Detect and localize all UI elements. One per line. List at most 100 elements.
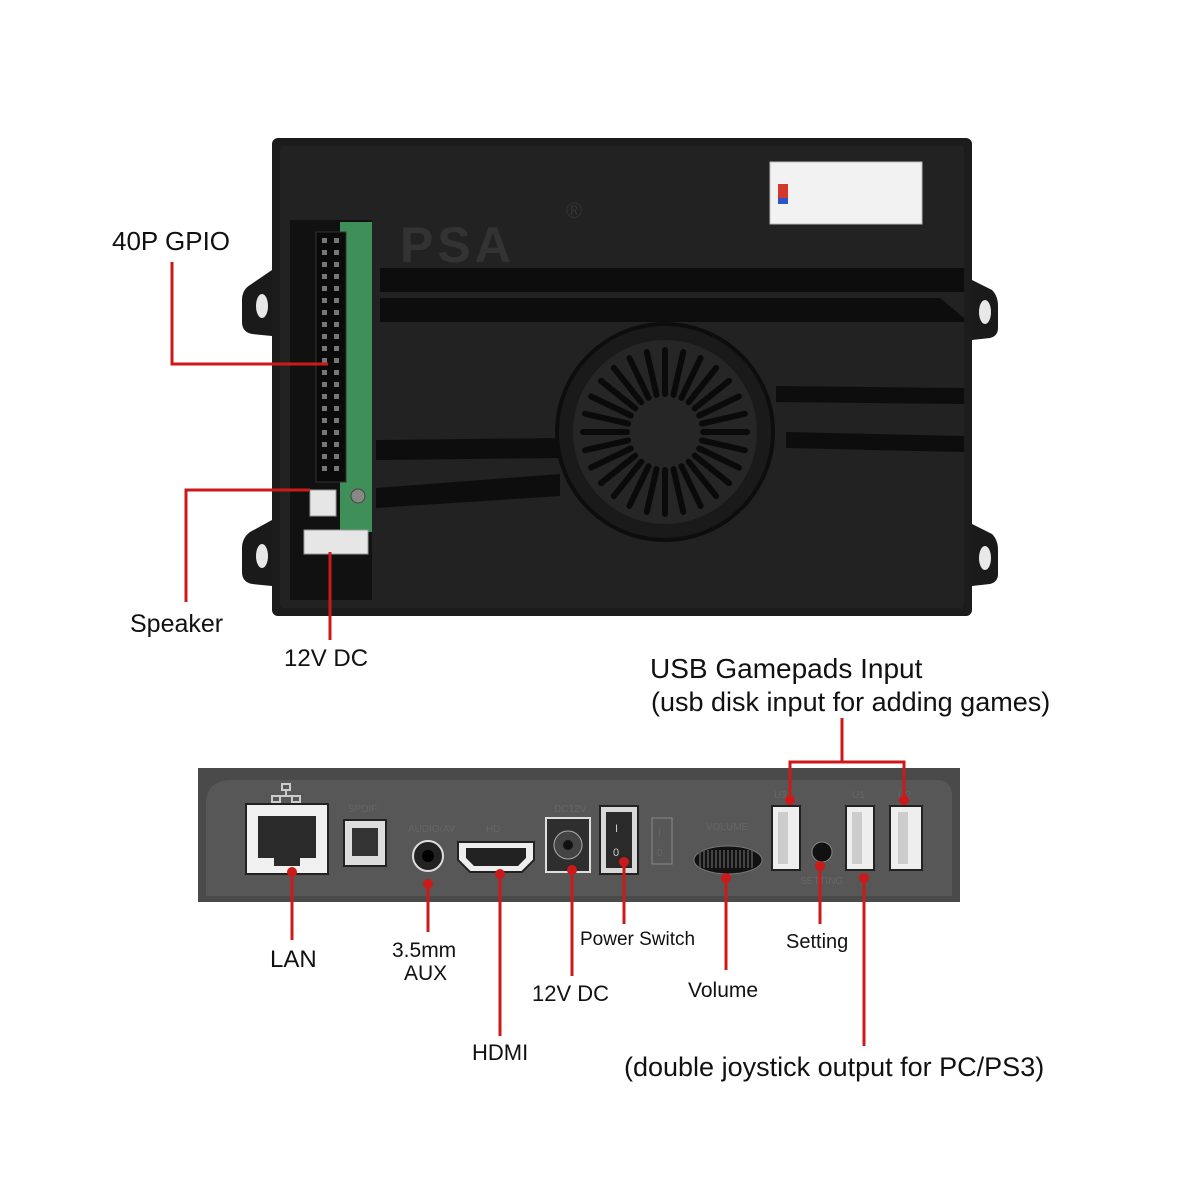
- fan-slot: [670, 466, 687, 515]
- stripe: [786, 432, 964, 452]
- speaker-connector: [309, 489, 337, 517]
- gpio-pin: [322, 346, 327, 351]
- gpio-pin: [334, 382, 339, 387]
- mount-hole: [256, 294, 268, 318]
- gpio-header: [315, 231, 347, 483]
- gpio-pin: [322, 430, 327, 435]
- registered-mark: ®: [566, 198, 582, 223]
- label-usb-sub: (usb disk input for adding games): [651, 687, 1050, 717]
- switch-on-mark: I: [615, 823, 618, 835]
- gpio-pin: [334, 418, 339, 423]
- fan-slot: [696, 445, 742, 471]
- fan-grill-inner: [573, 340, 757, 524]
- gpio-pin: [334, 442, 339, 447]
- fan-slot: [588, 393, 634, 419]
- label-usb-title: USB Gamepads Input: [650, 653, 923, 684]
- mount-hole: [979, 300, 991, 324]
- gpio-pin: [322, 442, 327, 447]
- gpio-pin: [334, 394, 339, 399]
- hd-text: HD: [486, 824, 500, 835]
- gpio-pin: [322, 382, 327, 387]
- usb-tongue: [898, 812, 908, 864]
- lan-port-socket: [258, 816, 316, 858]
- brand-logo: PSA: [400, 217, 515, 273]
- gpio-pin: [322, 334, 327, 339]
- fan-slot: [699, 410, 748, 427]
- volume-ridges: [699, 850, 753, 868]
- fan-slot: [610, 364, 645, 406]
- gpio-pin: [334, 286, 339, 291]
- gpio-pin: [322, 286, 327, 291]
- pcb-screw: [350, 488, 366, 504]
- sticker-logo-icon-part: [778, 198, 788, 204]
- gpio-pin: [322, 358, 327, 363]
- switch-legend: [651, 817, 673, 865]
- gpio-pin: [334, 406, 339, 411]
- top-leader-lines: [170, 262, 332, 640]
- label-dc-bottom: 12V DC: [532, 981, 609, 1006]
- gpio-pin: [334, 238, 339, 243]
- fan-slot: [582, 410, 631, 427]
- label-lan: LAN: [270, 946, 317, 973]
- gpio-pin: [322, 406, 327, 411]
- setting-text: SETTING: [800, 876, 844, 887]
- fan-slot: [588, 445, 634, 471]
- label-setting: Setting: [786, 931, 848, 953]
- gpio-pin: [334, 334, 339, 339]
- stripe: [776, 386, 964, 404]
- fan-slot: [696, 393, 742, 419]
- usb-tongue: [852, 812, 862, 864]
- gpio-pin: [334, 250, 339, 255]
- fan-slot: [678, 355, 704, 401]
- fan-slot: [691, 377, 733, 412]
- stripe: [376, 474, 560, 508]
- label-dc-top: 12V DC: [284, 645, 368, 672]
- hdmi-socket: [466, 848, 526, 866]
- aux-port-hole: [422, 850, 434, 862]
- spdif-socket: [352, 828, 378, 856]
- usb-tongue: [778, 812, 788, 864]
- gpio-pin: [322, 322, 327, 327]
- port-panel: SPDIF AUDIO/AV HD DC12V I 0 I 0 VOLUME U…: [198, 768, 960, 902]
- setting-button: [811, 841, 833, 863]
- gpio-pin: [322, 238, 327, 243]
- dc-connector: [303, 529, 369, 555]
- gpio-pin: [322, 370, 327, 375]
- fan-slot: [626, 463, 652, 509]
- gpio-pin: [322, 418, 327, 423]
- gpio-pin: [334, 454, 339, 459]
- label-power-switch: Power Switch: [580, 929, 695, 950]
- fan-slot: [643, 466, 660, 515]
- gpio-pin: [322, 310, 327, 315]
- lan-icon: [271, 783, 301, 803]
- fan-slot: [699, 437, 748, 454]
- device-top-view: PSA ®: [242, 138, 998, 616]
- dc-text: DC12V: [554, 804, 587, 815]
- fan-slot: [670, 349, 687, 398]
- switch-legend-off: 0: [657, 848, 663, 859]
- fan-slot: [610, 458, 645, 500]
- sticker-label: [769, 161, 923, 225]
- gpio-pin: [334, 262, 339, 267]
- bottom-leader-lines: [290, 718, 906, 1046]
- u3-text: U3: [774, 790, 787, 801]
- fan-slot: [582, 437, 631, 454]
- label-joystick: (double joystick output for PC/PS3): [624, 1052, 1044, 1082]
- gpio-leader: [170, 262, 328, 366]
- fan-slot: [685, 458, 720, 500]
- gpio-pin: [334, 466, 339, 471]
- gpio-pin: [334, 370, 339, 375]
- fan-slot: [597, 452, 639, 487]
- lan-port-tab: [274, 858, 300, 866]
- gpio-pins: [322, 238, 339, 471]
- label-aux-line2: AUX: [404, 962, 447, 985]
- label-gpio: 40P GPIO: [112, 226, 230, 256]
- label-hdmi: HDMI: [472, 1040, 528, 1065]
- gpio-pin: [334, 322, 339, 327]
- label-volume: Volume: [688, 979, 758, 1002]
- usb-bracket: [788, 760, 906, 800]
- fan-slot: [597, 377, 639, 412]
- volume-text: VOLUME: [706, 822, 749, 833]
- gpio-pin: [322, 250, 327, 255]
